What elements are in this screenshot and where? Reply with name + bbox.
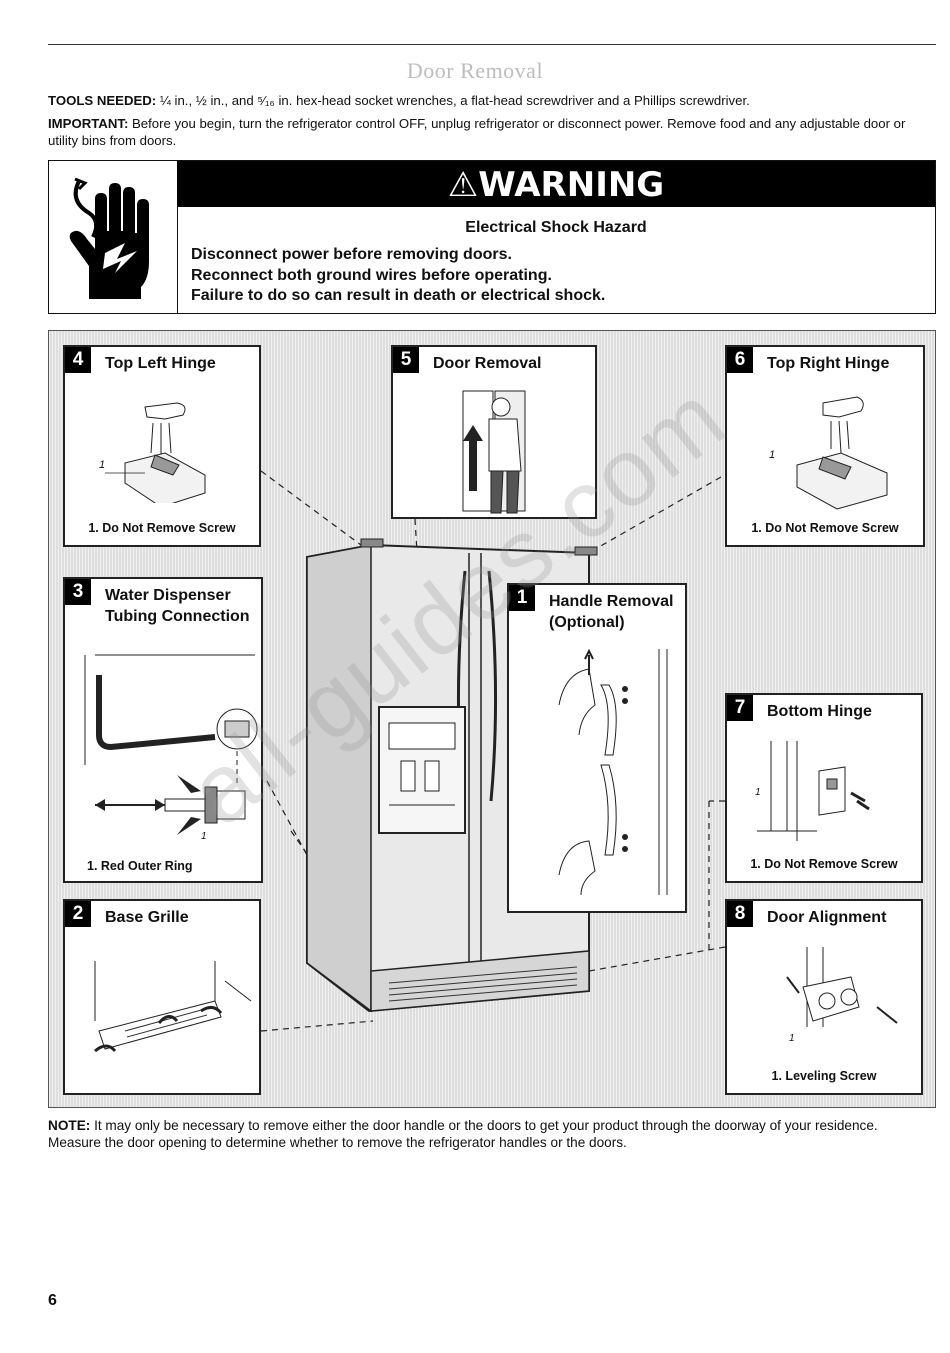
step-number: 5 (393, 347, 419, 373)
important-label: IMPORTANT: (48, 116, 129, 131)
step-caption: 1. Do Not Remove Screw (751, 521, 899, 535)
step-caption: 1. Red Outer Ring (87, 859, 193, 873)
callout-number: 1 (755, 787, 761, 798)
step-2-base-grille: 2 Base Grille (63, 899, 261, 1095)
step-number: 7 (727, 695, 753, 721)
warning-box: ⚠WARNING Electrical Shock Hazard Disconn… (48, 160, 936, 314)
note: NOTE: It may only be necessary to remove… (48, 1117, 928, 1151)
handle-removal-illustration (558, 648, 668, 896)
step-title: Door Removal (433, 355, 542, 372)
step-title: Water Dispenser Tubing Connection (105, 585, 250, 627)
step-title: Top Right Hinge (767, 355, 890, 372)
leveling-screw-illustration (786, 947, 898, 1027)
hinge-illustration (796, 396, 888, 510)
step-title-line: Water Dispenser (105, 587, 231, 604)
step-number: 4 (65, 347, 91, 373)
callout-number: 1 (99, 459, 106, 471)
warning-line: Disconnect power before removing doors. (191, 246, 512, 263)
step-title: Base Grille (105, 909, 189, 926)
electrical-shock-hand-icon (49, 161, 178, 313)
step-caption: 1. Do Not Remove Screw (88, 521, 236, 535)
callout-number: 1 (789, 1033, 795, 1044)
page-number: 6 (48, 1292, 57, 1309)
step-number: 3 (65, 579, 91, 605)
step-6-top-right-hinge: 6 Top Right Hinge 1 1. Do Not Remove Scr… (725, 345, 925, 547)
step-caption: 1. Leveling Screw (771, 1069, 877, 1083)
door-removal-diagram: 4 Top Left Hinge 1 1. Do Not Remove Scre… (48, 330, 936, 1108)
warning-line: Reconnect both ground wires before opera… (191, 266, 552, 284)
callout-number: 1 (201, 831, 207, 842)
tools-text: ¼ in., ½ in., and ⁵⁄₁₆ in. hex-head sock… (159, 93, 750, 108)
step-caption: 1. Do Not Remove Screw (750, 857, 898, 871)
base-grille-illustration (94, 961, 252, 1053)
important-text: Before you begin, turn the refrigerator … (48, 116, 906, 148)
step-title: Top Left Hinge (105, 355, 216, 372)
step-title: Door Alignment (767, 909, 887, 926)
important-note: IMPORTANT: Before you begin, turn the re… (48, 115, 928, 149)
tools-label: TOOLS NEEDED: (48, 93, 157, 108)
step-title: Handle Removal (Optional) (549, 591, 673, 633)
step-number: 2 (65, 901, 91, 927)
step-8-door-alignment: 8 Door Alignment 1 1. Leveling Screw (725, 899, 923, 1095)
step-number: 6 (727, 347, 753, 373)
warning-lines: Disconnect power before removing doors. … (191, 245, 605, 307)
step-title: Bottom Hinge (767, 703, 872, 720)
step-1-handle-removal: 1 Handle Removal (Optional) (507, 583, 687, 913)
step-title-line: Tubing Connection (105, 608, 250, 625)
warning-label: WARNING (478, 165, 665, 205)
person-lifting-door-illustration (462, 390, 526, 514)
warning-triangle-icon: ⚠ (447, 165, 479, 205)
step-title-line: Handle Removal (549, 593, 674, 610)
step-4-top-left-hinge: 4 Top Left Hinge 1 1. Do Not Remove Scre… (63, 345, 261, 547)
note-label: NOTE: (48, 1118, 91, 1133)
page-title: Door Removal (406, 58, 544, 83)
step-7-bottom-hinge: 7 Bottom Hinge 1 1. Do Not Remove Screw (725, 693, 923, 883)
step-5-door-removal: 5 Door Removal (391, 345, 597, 519)
step-title-line: (Optional) (549, 614, 625, 631)
note-text: It may only be necessary to remove eithe… (48, 1118, 878, 1150)
warning-header: ⚠WARNING (177, 161, 935, 207)
warning-line: Failure to do so can result in death or … (191, 287, 606, 304)
top-rule (48, 44, 936, 45)
tubing-connection-illustration (84, 654, 258, 835)
tools-needed: TOOLS NEEDED: ¼ in., ½ in., and ⁵⁄₁₆ in.… (48, 92, 928, 109)
hinge-illustration (105, 402, 206, 503)
step-3-water-dispenser-tubing: 3 Water Dispenser Tubing Connection 1 1.… (63, 577, 263, 883)
step-number: 1 (509, 585, 535, 611)
step-number: 8 (727, 901, 753, 927)
warning-subtitle: Electrical Shock Hazard (465, 219, 647, 236)
hinge-illustration (757, 741, 870, 841)
callout-number: 1 (769, 449, 776, 461)
